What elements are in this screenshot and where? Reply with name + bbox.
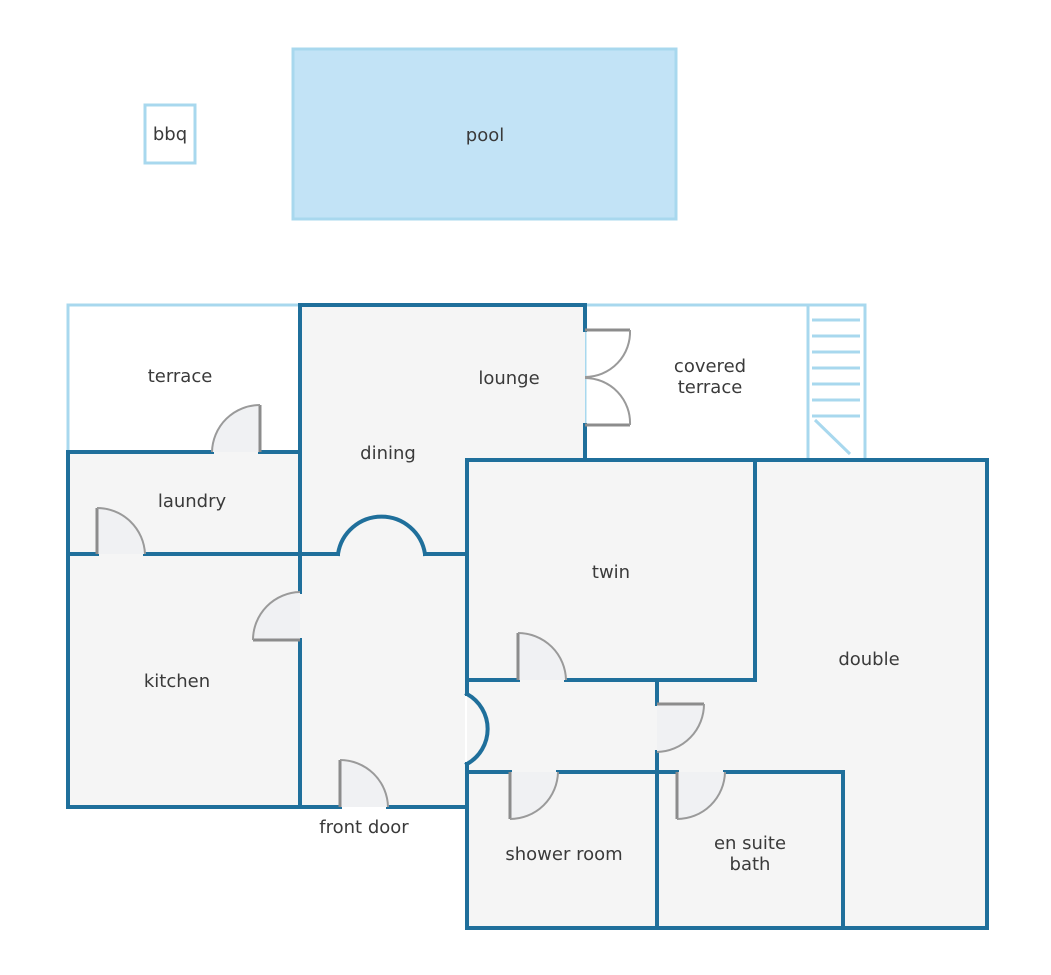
kitchen-area bbox=[68, 554, 300, 807]
bbq-label: bbq bbox=[153, 124, 187, 145]
twin-area bbox=[467, 460, 755, 680]
dining-label: dining bbox=[360, 443, 416, 464]
bbq-area bbox=[143, 103, 197, 165]
twin-label: twin bbox=[592, 562, 630, 583]
front-door-label: front door bbox=[319, 817, 409, 838]
pool-area bbox=[291, 47, 678, 221]
covered-terrace-label-1: covered bbox=[674, 356, 746, 377]
shower-room-area bbox=[467, 772, 657, 928]
hallway-area bbox=[467, 680, 755, 772]
covered-terrace-label-2: terrace bbox=[678, 377, 743, 398]
terrace-label: terrace bbox=[148, 366, 213, 387]
stairs-icon bbox=[812, 318, 860, 456]
walls bbox=[66, 303, 989, 930]
en-suite-label-1: en suite bbox=[714, 833, 786, 854]
kitchen-label: kitchen bbox=[144, 671, 210, 692]
double-label: double bbox=[838, 649, 899, 670]
shower-room-label: shower room bbox=[505, 844, 622, 865]
lounge-label: lounge bbox=[478, 368, 539, 389]
pool-label: pool bbox=[466, 125, 504, 146]
door-swing-icon bbox=[95, 328, 726, 820]
laundry-label: laundry bbox=[158, 491, 227, 512]
en-suite-label-2: bath bbox=[730, 854, 771, 875]
